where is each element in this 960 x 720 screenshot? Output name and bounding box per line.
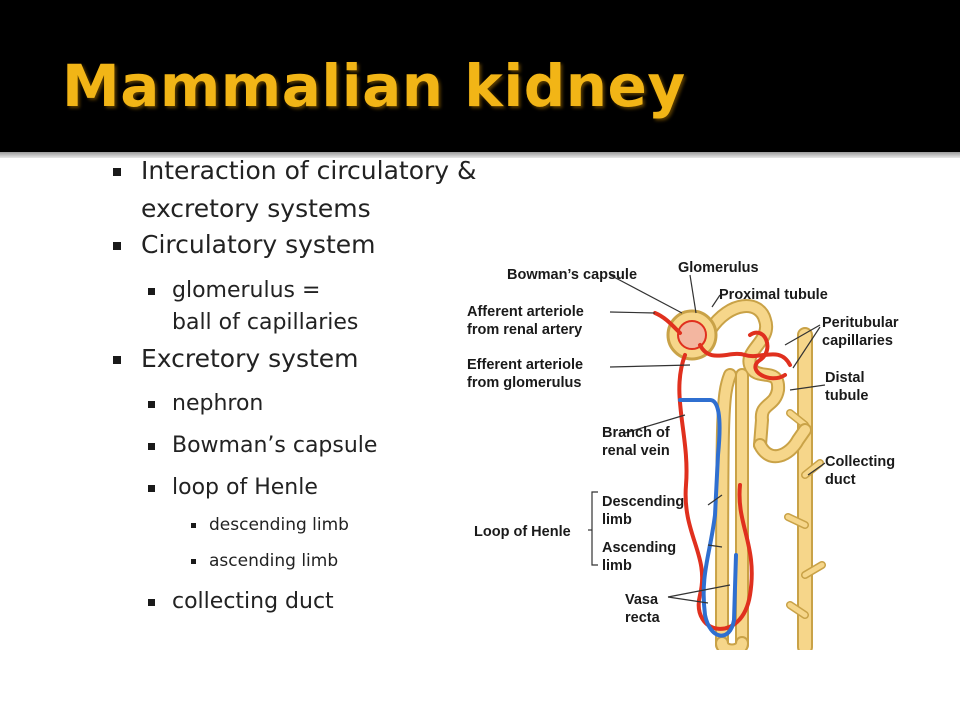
bullet-interaction: Interaction of circulatory & [113, 156, 477, 185]
label-distal-cont: tubule [825, 388, 869, 404]
nephron-diagram: Bowman’s capsule Glomerulus Proximal tub… [467, 260, 899, 650]
label-ascending-cont: limb [602, 558, 632, 574]
label-collecting: Collecting [825, 454, 895, 470]
bullet-marker [113, 242, 121, 250]
collecting-duct [784, 327, 826, 650]
label-branch-renal-vein-cont: renal vein [602, 443, 670, 459]
label-vasa: Vasa [625, 592, 659, 608]
bullet-text: Excretory system [141, 344, 359, 373]
bullet-text: Bowman’s capsule [172, 433, 378, 458]
bullet-text: glomerulus = [172, 278, 321, 303]
label-bowmans-capsule: Bowman’s capsule [507, 267, 637, 283]
bullet-interaction-cont: excretory systems [141, 194, 371, 223]
bullet-glomerulus: glomerulus = [148, 278, 321, 303]
label-efferent-arteriole-cont: from glomerulus [467, 375, 581, 391]
bullet-bowmans: Bowman’s capsule [148, 433, 378, 458]
slide-title: Mammalian kidney [62, 52, 686, 120]
bullet-text: Interaction of circulatory & [141, 156, 477, 185]
bullet-circulatory: Circulatory system [113, 230, 376, 259]
label-branch-renal-vein: Branch of [602, 425, 670, 441]
bullet-marker [148, 401, 155, 408]
label-loop-of-henle: Loop of Henle [474, 524, 571, 540]
bullet-marker [191, 559, 196, 564]
label-descending: Descending [602, 494, 684, 510]
label-collecting-cont: duct [825, 472, 856, 488]
label-descending-cont: limb [602, 512, 632, 528]
label-afferent-arteriole: Afferent arteriole [467, 304, 584, 320]
label-peritubular: Peritubular [822, 315, 899, 331]
bullet-excretory: Excretory system [113, 344, 359, 373]
label-afferent-arteriole-cont: from renal artery [467, 322, 582, 338]
bullet-text: excretory systems [141, 194, 371, 223]
bullet-descending: descending limb [191, 515, 349, 535]
leader-lines [588, 274, 826, 604]
bullet-marker [191, 523, 196, 528]
bullet-marker [148, 443, 155, 450]
label-distal: Distal [825, 370, 865, 386]
bullet-marker [113, 168, 121, 176]
bullet-collecting: collecting duct [148, 589, 334, 614]
label-ascending: Ascending [602, 540, 676, 556]
bullet-nephron: nephron [148, 391, 264, 416]
bullet-glomerulus-cont: ball of capillaries [172, 310, 358, 335]
bullet-text: ball of capillaries [172, 310, 359, 335]
label-vasa-cont: recta [625, 610, 661, 626]
label-peritubular-cont: capillaries [822, 333, 893, 349]
bullet-marker [148, 599, 155, 606]
bowmans-capsule [666, 309, 718, 361]
bullet-ascending: ascending limb [191, 551, 339, 571]
bullet-marker [148, 485, 155, 492]
bullet-loop-henle: loop of Henle [148, 475, 318, 500]
bullet-text: collecting duct [172, 589, 334, 614]
bullet-marker [148, 288, 155, 295]
label-proximal-tubule: Proximal tubule [719, 287, 828, 303]
title-divider [0, 152, 960, 158]
label-glomerulus: Glomerulus [678, 260, 759, 276]
label-efferent-arteriole: Efferent arteriole [467, 357, 583, 373]
bullet-text: loop of Henle [172, 475, 318, 500]
bullet-text: ascending limb [209, 551, 339, 571]
title-bar [0, 0, 960, 152]
bullet-text: Circulatory system [141, 230, 376, 259]
bullet-text: descending limb [209, 515, 349, 535]
nephron-tubule [703, 299, 812, 650]
bullet-text: nephron [172, 391, 264, 416]
bullet-marker [113, 356, 121, 364]
venous-vessels [678, 398, 738, 638]
arterial-vessels [653, 311, 792, 631]
